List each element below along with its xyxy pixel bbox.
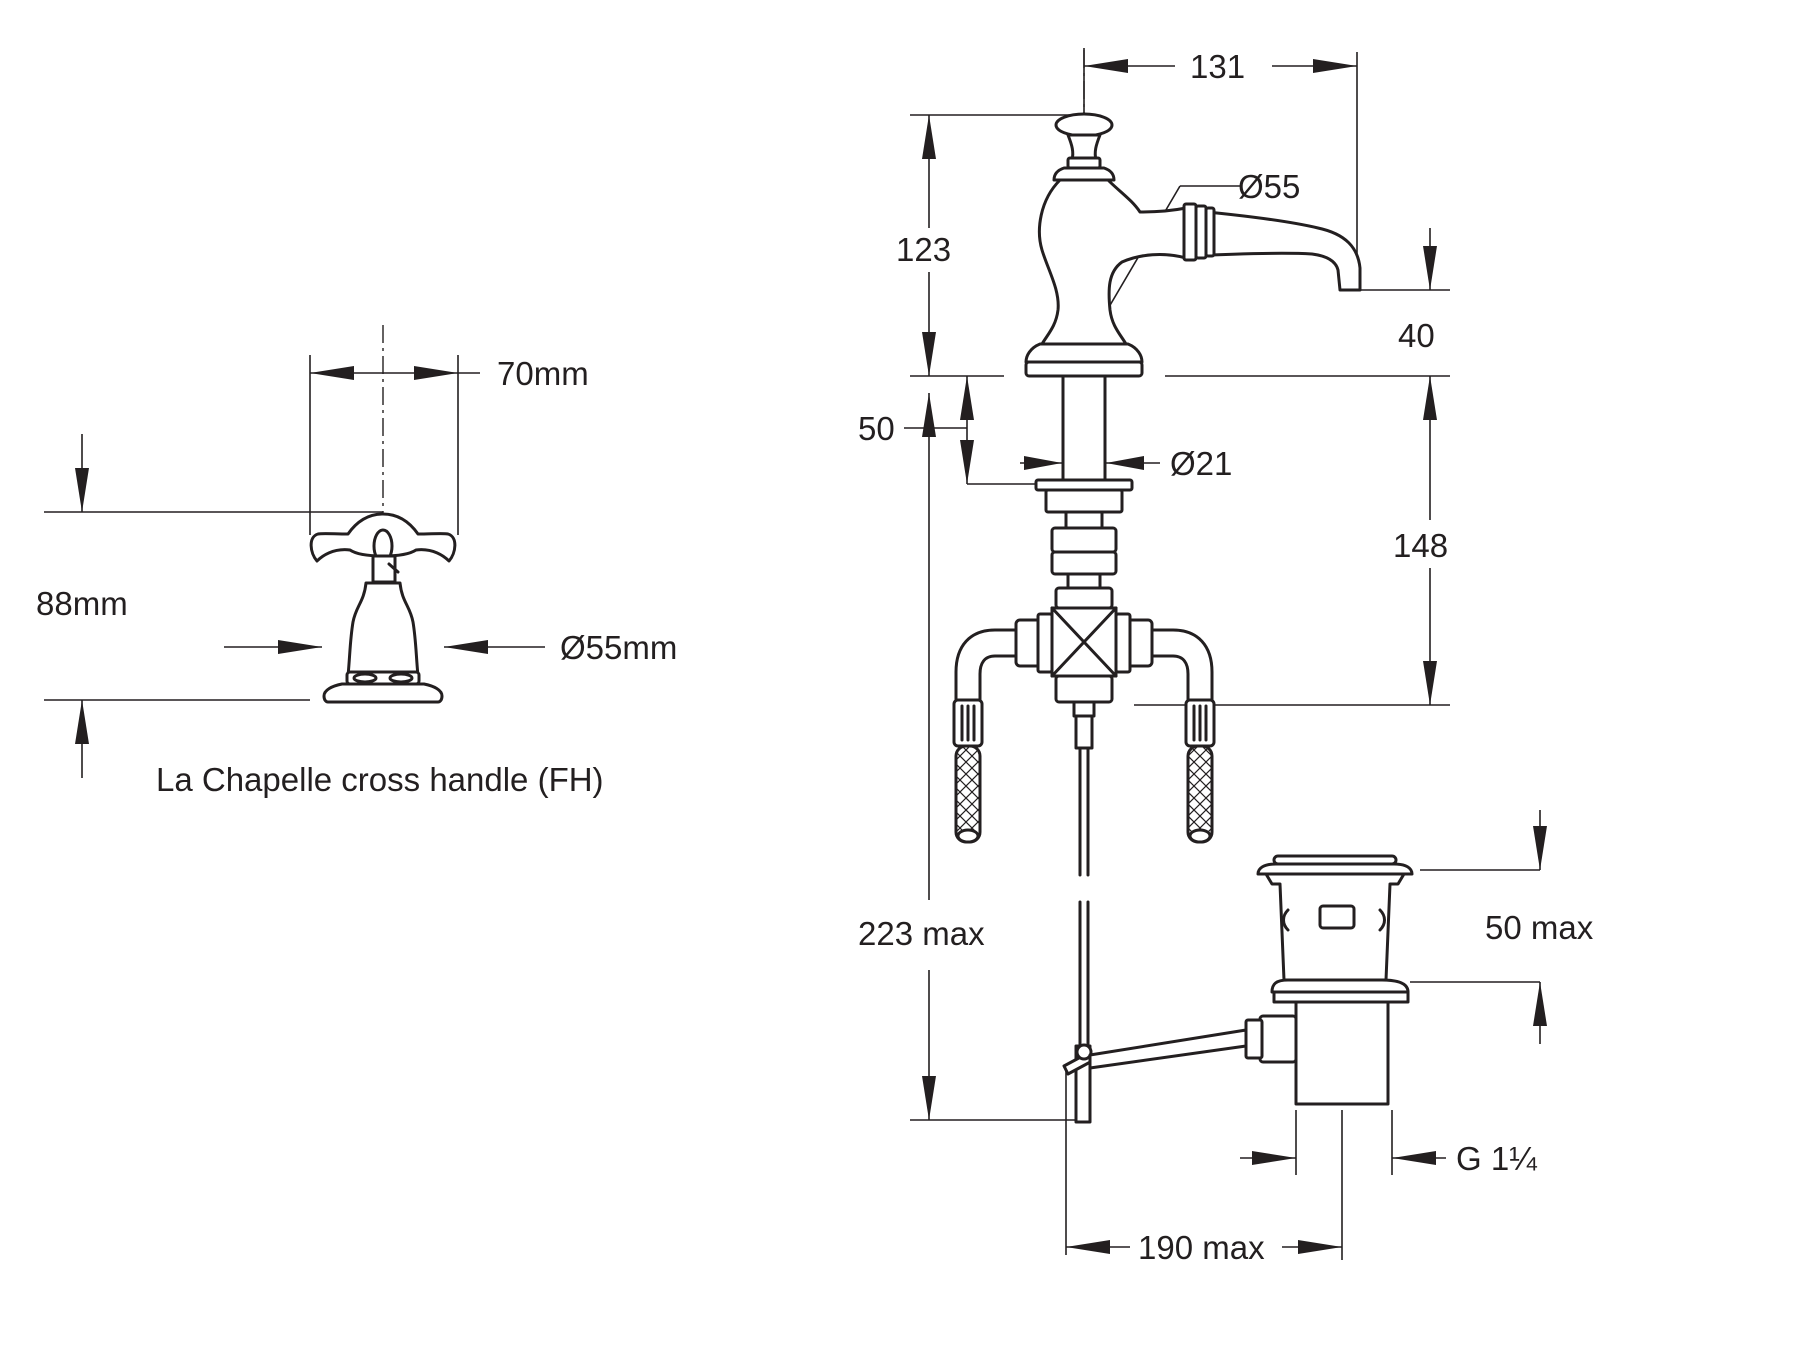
waste-thread-arrow-left	[1252, 1151, 1296, 1165]
cross-handle-base-bead-1	[352, 672, 378, 684]
handle-caption: La Chapelle cross handle (FH)	[156, 761, 604, 798]
cross-handle-drawing: 70mm 88mm Ø55mm La Chapelle cross handle…	[36, 325, 677, 798]
tap-deck-plate	[1024, 360, 1144, 378]
tap-shank	[1061, 374, 1107, 482]
shank-length-arrow-top	[1423, 376, 1437, 420]
cross-handle-stem	[371, 554, 397, 584]
waste-height-arrow-top	[1533, 826, 1547, 870]
handle-width-label: 70mm	[497, 355, 589, 392]
rod-length-arrow-top	[922, 393, 936, 437]
waste-side-grip-right	[1378, 908, 1386, 932]
mixer-nut-bottom	[1054, 674, 1114, 704]
backnut	[1044, 488, 1124, 514]
tap-spout-ring-1	[1182, 202, 1198, 262]
shank-tube	[1064, 510, 1104, 530]
waste-offset-arrow-right	[1298, 1240, 1342, 1254]
waste-height-label: 50 max	[1485, 909, 1594, 946]
handle-diameter-arrow-left	[278, 640, 322, 654]
waste-plug-cap	[1256, 862, 1414, 876]
tap-under-deck-fittings	[952, 478, 1216, 1255]
waste-slot	[1318, 904, 1356, 930]
shank-diameter-label: Ø21	[1170, 445, 1232, 482]
right-hose-ferrule-ribs	[1192, 704, 1208, 742]
rod-length-label: 223 max	[858, 915, 985, 952]
right-hose-end	[1188, 828, 1212, 844]
mixer-nut-top	[1054, 586, 1114, 610]
cross-handle-bell	[346, 581, 420, 678]
tap-spout-ring-3	[1204, 206, 1216, 258]
popup-waste	[1088, 854, 1414, 1106]
cross-handle-shape	[309, 512, 457, 704]
spout-reach-arrow-left	[1084, 59, 1128, 73]
waste-lever-nut	[1244, 1018, 1264, 1060]
mixer-tee-cross	[1050, 606, 1118, 678]
connector-stem	[1066, 572, 1102, 590]
handle-width-arrow-left	[310, 366, 354, 380]
tap-cap	[1052, 166, 1116, 182]
basin-tap-drawing: 131 Ø55 123 40 50 Ø21	[858, 48, 1594, 1266]
cross-handle-base-bead-2	[388, 672, 414, 684]
waste-body	[1294, 1000, 1390, 1106]
handle-height-arrow-bottom	[75, 700, 89, 744]
spout-diameter-label: Ø55	[1238, 168, 1300, 205]
body-height-arrow-top	[922, 115, 936, 159]
cross-handle-base-plate	[322, 682, 444, 704]
handle-diameter-arrow-right	[444, 640, 488, 654]
left-hose-braid	[954, 744, 982, 844]
tap-finial-neck	[1066, 133, 1102, 162]
rod-length-arrow-bottom	[922, 1076, 936, 1120]
waste-offset-arrow-left	[1066, 1240, 1110, 1254]
shank-diameter-arrow-left	[1024, 456, 1062, 470]
connector-nut-1	[1050, 526, 1118, 554]
shank-length-arrow-bottom	[1423, 661, 1437, 705]
waste-height-arrow-bottom	[1533, 982, 1547, 1026]
collar-height-arrow-bottom	[960, 440, 974, 484]
handle-height-label: 88mm	[36, 585, 128, 622]
cross-handle-pin	[387, 562, 400, 574]
popup-rod-pivot	[1075, 1043, 1093, 1061]
spout-height-label: 40	[1398, 317, 1435, 354]
tap-body-outline	[1038, 178, 1188, 346]
body-height-label: 123	[896, 231, 951, 268]
collar-height-arrow-top	[960, 376, 974, 420]
waste-lever-arm	[1088, 1028, 1248, 1070]
tap-base-flange	[1024, 342, 1144, 364]
popup-rod-guide	[1074, 714, 1094, 750]
tap-finial	[1054, 112, 1114, 138]
spout-height-arrow	[1423, 246, 1437, 290]
tap-body	[1024, 112, 1362, 482]
right-hose-bend-outer	[1150, 628, 1214, 702]
shank-length-label: 148	[1393, 527, 1448, 564]
mixer-stem-bottom	[1072, 700, 1096, 718]
waste-thread-arrow-right	[1392, 1151, 1436, 1165]
waste-thread-label: G 1¼	[1456, 1140, 1537, 1177]
body-height-arrow-bottom	[922, 332, 936, 376]
waste-backnut-flange	[1270, 978, 1410, 994]
handle-diameter-label: Ø55mm	[560, 629, 677, 666]
connector-nut-2	[1050, 550, 1118, 576]
left-union-collar	[1036, 612, 1054, 674]
waste-offset-label: 190 max	[1138, 1229, 1265, 1266]
right-hose-braid	[1186, 744, 1214, 844]
spout-reach-label: 131	[1190, 48, 1245, 85]
left-hose-bend-inner	[978, 654, 1018, 702]
collar-height-label: 50	[858, 410, 895, 447]
tap-spout	[1184, 208, 1362, 292]
spout-reach-arrow-right	[1313, 59, 1357, 73]
handle-height-arrow-top	[75, 468, 89, 512]
waste-lever-housing	[1258, 1014, 1298, 1064]
handle-width-arrow-right	[414, 366, 458, 380]
left-hose-ferrule-ribs	[960, 704, 976, 742]
left-hose-end	[956, 828, 980, 844]
shank-diameter-arrow-right	[1106, 456, 1144, 470]
waste-side-grip-left	[1282, 908, 1290, 932]
left-hose-bend-outer	[954, 628, 1018, 702]
waste-plug-rim	[1272, 854, 1398, 866]
right-union-collar	[1114, 612, 1132, 674]
right-hose-bend-inner	[1150, 654, 1190, 702]
